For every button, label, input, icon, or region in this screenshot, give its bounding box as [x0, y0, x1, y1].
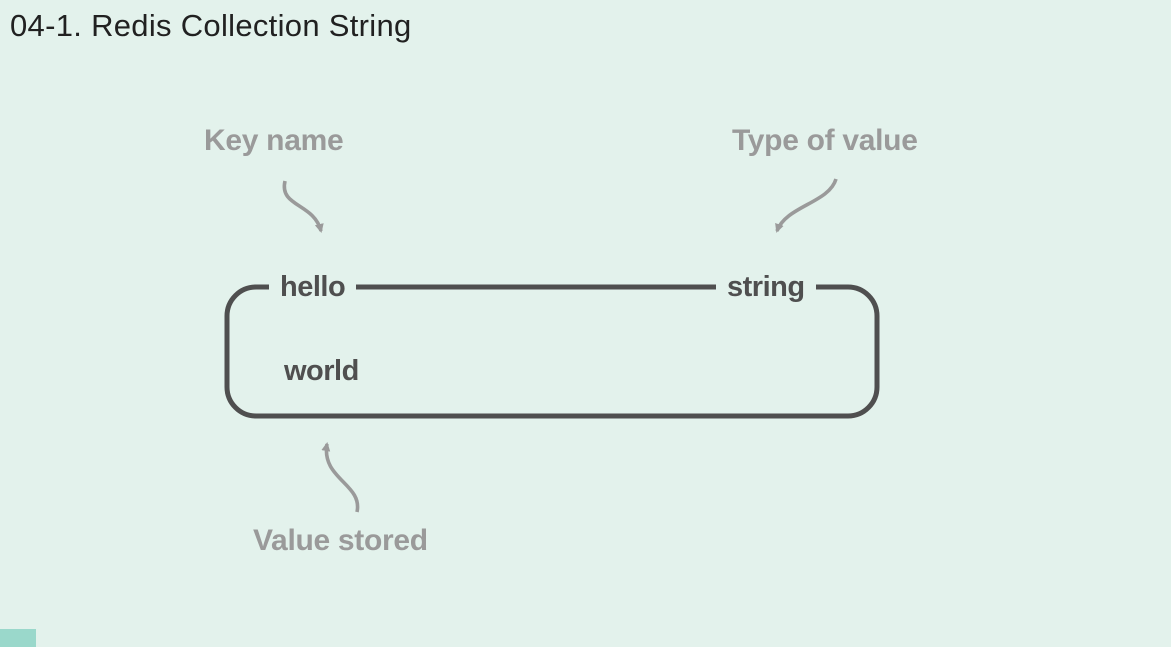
record-type-text: string [716, 271, 816, 303]
type-of-value-arrow-icon [775, 178, 838, 233]
type-of-value-annotation: Type of value [732, 124, 918, 157]
key-name-arrow-icon [282, 180, 324, 233]
record-value-text: world [284, 355, 359, 387]
key-name-annotation: Key name [204, 124, 344, 157]
value-stored-arrow-icon [321, 442, 360, 513]
record-key-text: hello [269, 271, 357, 303]
page-title: 04-1. Redis Collection String [10, 8, 412, 43]
record-box-outline [224, 284, 880, 419]
value-stored-annotation: Value stored [253, 524, 428, 557]
bottom-left-accent-bar [0, 629, 36, 647]
